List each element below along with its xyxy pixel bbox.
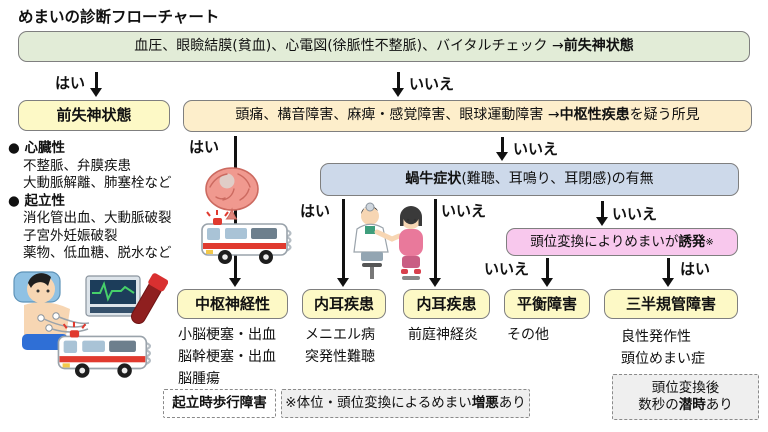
bullet-icon: ● [8, 140, 20, 156]
orthostatic-line: 薬物、低血糖、脱水など [23, 245, 172, 261]
presyncope-box: 前失神状態 [18, 100, 170, 131]
inner-ear-1-details: メニエル病 突発性難聴 [305, 327, 375, 365]
positional-vertigo-box: 頭位変換によりめまいが誘発※ [506, 228, 738, 256]
orthostatic-heading: ● 起立性 [8, 192, 65, 209]
page-title: めまいの診断フローチャート [18, 8, 220, 26]
arrow-yes-canal [666, 258, 670, 280]
arrow-no-central [396, 72, 400, 90]
inner-ear-2-details: 前庭神経炎 [408, 327, 478, 343]
vital-check-box: 血圧、眼瞼結膜(貧血)、心電図(徐脈性不整脈)、バイタルチェック → 前失神状態 [18, 31, 750, 62]
arrow-yes-inner-ear [341, 199, 345, 280]
bullet-icon: ● [8, 192, 20, 209]
label-yes-4: はい [680, 260, 711, 278]
label-no-2: いいえ [513, 140, 559, 158]
central-sign-bold: 中枢性疾患 [559, 107, 630, 124]
positional-bold: 誘発 [678, 233, 706, 250]
label-yes-1: はい [55, 74, 86, 92]
ear-exam-icon [353, 202, 423, 280]
vital-check-bold: 前失神状態 [563, 37, 634, 54]
balance-disorder-details: その他 [507, 327, 549, 343]
arrow-no-cochlear [500, 137, 504, 154]
worsening-suffix: あり [498, 395, 526, 412]
gait-disorder-note: 起立時歩行障害 [163, 389, 276, 418]
arrow-no-balance [545, 258, 549, 280]
central-sign-text: 頭痛、構音障害、麻痺・感覚障害、眼球運動障害 → [235, 107, 560, 124]
label-yes-2: はい [189, 138, 220, 156]
presyncope-label: 前失神状態 [56, 106, 132, 125]
brain-icon [205, 167, 259, 220]
worsening-prefix: ※体位・頭位変換によるめまい [285, 395, 472, 412]
positional-text: 頭位変換によりめまいが [530, 233, 679, 250]
cardiac-line: 大動脈解離、肺塞栓など [23, 175, 172, 191]
cochlear-symptom-box: 蝸牛症状(難聴、耳鳴り、耳閉感)の有無 [320, 163, 739, 196]
outcome-central-nervous: 中枢神経性 [177, 289, 288, 319]
arrow-no-positional [600, 201, 604, 219]
worsening-bold: 増悪 [471, 395, 499, 412]
ambulance-icon [201, 210, 292, 264]
latency-line2: 数秒の潜時あり [638, 397, 733, 413]
central-sign-box: 頭痛、構音障害、麻痺・感覚障害、眼球運動障害 → 中枢性疾患を疑う所見 [183, 100, 752, 132]
cochlear-suffix: (難聴、耳鳴り、耳閉感)の有無 [461, 170, 654, 187]
blood-tube-icon [131, 273, 168, 324]
outcome-semicircular-canal: 三半規管障害 [604, 289, 738, 319]
cardiac-heading: ● 心臓性 [8, 140, 65, 156]
outcome-inner-ear-2: 内耳疾患 [403, 289, 490, 319]
label-no-5: いいえ [484, 260, 530, 278]
positional-ref-mark: ※ [705, 236, 714, 248]
label-no-1: いいえ [409, 75, 455, 93]
orthostatic-line: 消化管出血、大動脈破裂 [23, 210, 172, 226]
label-no-3: いいえ [441, 202, 487, 220]
latency-line1: 頭位変換後 [651, 380, 720, 397]
label-no-4: いいえ [612, 205, 658, 223]
orthostatic-line: 子宮外妊娠破裂 [23, 227, 118, 244]
semicircular-canal-details: 良性発作性 頭位めまい症 [621, 329, 705, 367]
central-sign-suffix: を疑う所見 [629, 107, 700, 124]
vital-check-text: 血圧、眼瞼結膜(貧血)、心電図(徐脈性不整脈)、バイタルチェック → [134, 37, 564, 54]
worsening-note: ※体位・頭位変換によるめまい増悪あり [281, 389, 530, 418]
cochlear-bold: 蝸牛症状 [405, 170, 462, 187]
outcome-inner-ear-1: 内耳疾患 [302, 289, 386, 319]
label-yes-3: はい [300, 202, 331, 220]
latency-note: 頭位変換後 数秒の潜時あり [612, 374, 759, 420]
presyncope-cause-list: ● 心臓性 不整脈、弁膜疾患 大動脈解離、肺塞栓など ● 起立性 消化管出血、大… [8, 140, 172, 263]
ecg-patient-icon [13, 271, 168, 350]
cardiac-line: 不整脈、弁膜疾患 [23, 157, 131, 174]
arrow-no-inner-ear [433, 199, 437, 280]
central-nervous-details: 小脳梗塞・出血 脳幹梗塞・出血 脳腫瘍 [178, 327, 276, 387]
ambulance-icon [57, 322, 152, 378]
arrow-yes-presyncope [94, 72, 98, 90]
outcome-balance-disorder: 平衡障害 [504, 289, 590, 319]
